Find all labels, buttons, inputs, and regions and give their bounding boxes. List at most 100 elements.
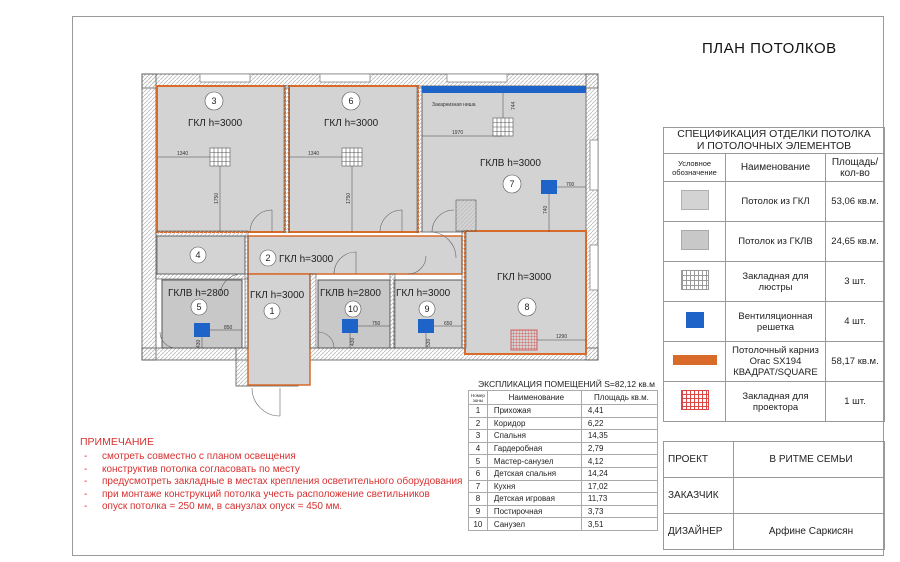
dim-700-room7: 700 xyxy=(566,182,575,188)
project-value: В РИТМЕ СЕМЬИ xyxy=(733,441,885,478)
dim-750-room10: 750 xyxy=(372,321,381,327)
spec-table: Условное обозначение Наименование Площад… xyxy=(663,153,885,422)
dim-1340-room6: 1340 xyxy=(308,151,319,157)
dim-1340-room3: 1340 xyxy=(177,151,188,157)
dim-850-room5: 850 xyxy=(224,325,233,331)
dim-650-room9: 650 xyxy=(444,321,453,327)
notes-list: смотреть совместно с планом освещения ко… xyxy=(80,451,464,514)
projector-mount-icon xyxy=(510,329,538,351)
spec-col-symbol: Условное обозначение xyxy=(663,153,726,182)
list-item: предусмотреть закладные в местах креплен… xyxy=(80,476,464,489)
curtain-niche-label: Закарнизная ниша xyxy=(432,102,476,108)
room-5-ceiling-label: ГКЛВ h=2800 xyxy=(168,288,229,299)
expl-col-name: Наименование xyxy=(486,390,582,405)
spec-row-qty: 1 шт. xyxy=(825,381,885,422)
spec-row: Потолочный карниз Orac SX194 КВАДРАТ/SQU… xyxy=(663,341,885,382)
interior-walls xyxy=(155,85,477,349)
spec-row-name: Потолок из ГКЛВ xyxy=(725,221,826,262)
explication-title: ЭКСПЛИКАЦИЯ ПОМЕЩЕНИЙ S=82,12 кв.м xyxy=(478,379,655,389)
room-6-ceiling-label: ГКЛ h=3000 xyxy=(324,118,379,129)
project-label: ПРОЕКТ xyxy=(663,441,734,478)
room-7-ceiling-label: ГКЛВ h=3000 xyxy=(480,158,541,169)
spec-row: Закладная для проектора 1 шт. xyxy=(663,381,885,422)
spec-row: Потолок из ГКЛВ 24,65 кв.м. xyxy=(663,221,885,262)
room-9-number: 9 xyxy=(424,304,429,314)
spec-row-qty: 58,17 кв.м. xyxy=(825,341,885,382)
list-item: смотреть совместно с планом освещения xyxy=(80,451,464,464)
door-swings xyxy=(159,209,457,417)
designer-label: ДИЗАЙНЕР xyxy=(663,513,734,550)
cornice-swatch xyxy=(672,355,717,365)
gkl-ceiling-swatch xyxy=(680,190,709,210)
dim-430-room5: 430 xyxy=(196,339,202,348)
room-6-number: 6 xyxy=(348,96,353,106)
spec-col-qty: Площадь/ кол-во xyxy=(825,153,885,182)
dim-740-room7: 740 xyxy=(543,205,549,214)
spec-row: Вентиляционная решетка 4 шт. xyxy=(663,301,885,342)
spec-row-name: Закладная для проектора xyxy=(725,381,826,422)
client-value xyxy=(733,477,885,514)
notes-title: ПРИМЕЧАНИЕ xyxy=(80,436,154,448)
spec-row-qty: 24,65 кв.м. xyxy=(825,221,885,262)
spec-row-name: Вентиляционная решетка xyxy=(725,301,826,342)
vent-grille-icons xyxy=(194,180,557,337)
ceiling-plan: Закарнизная ниша xyxy=(141,73,599,417)
finish-specification: СПЕЦИФИКАЦИЯ ОТДЕЛКИ ПОТОЛКА И ПОТОЛОЧНЫ… xyxy=(663,127,885,422)
room-2-ceiling-label: ГКЛ h=3000 xyxy=(279,254,334,265)
page-title: ПЛАН ПОТОЛКОВ xyxy=(702,40,837,57)
room-1-number: 1 xyxy=(269,306,274,316)
client-label: ЗАКАЗЧИК xyxy=(663,477,734,514)
windows xyxy=(199,73,599,291)
spec-row-name: Закладная для люстры xyxy=(725,261,826,302)
spec-col-name: Наименование xyxy=(725,153,826,182)
spec-row-qty: 4 шт. xyxy=(825,301,885,342)
room-1-ceiling xyxy=(247,273,311,386)
dimension-lines xyxy=(158,93,586,348)
dim-1750-room3: 1750 xyxy=(214,193,220,204)
projector-mount-icon xyxy=(680,390,709,410)
spec-row-qty: 53,06 кв.м. xyxy=(825,181,885,222)
room-5-number: 5 xyxy=(196,302,201,312)
room-9-ceiling-label: ГКЛ h=3000 xyxy=(396,288,451,299)
room-4-number: 4 xyxy=(195,250,200,260)
spec-title: СПЕЦИФИКАЦИЯ ОТДЕЛКИ ПОТОЛКА И ПОТОЛОЧНЫ… xyxy=(663,127,885,153)
room-10-number: 10 xyxy=(348,304,358,314)
expl-col-area: Площадь кв.м. xyxy=(580,390,659,405)
spec-row: Закладная для люстры 3 шт. xyxy=(663,261,885,302)
dim-1970-room7: 1970 xyxy=(452,130,463,136)
dim-430-room10: 430 xyxy=(350,337,356,346)
list-item: конструктив потолка согласовать по месту xyxy=(80,464,464,477)
gklv-ceiling-swatch xyxy=(680,230,709,250)
spec-row-name: Потолок из ГКЛ xyxy=(725,181,826,222)
dim-744-room7: 744 xyxy=(511,101,517,110)
designer-value: Арфине Саркисян xyxy=(733,513,885,550)
room-explication: ЭКСПЛИКАЦИЯ ПОМЕЩЕНИЙ S=82,12 кв.м Номер… xyxy=(468,378,659,531)
room-10-ceiling-label: ГКЛВ h=2800 xyxy=(320,288,381,299)
title-block: ПРОЕКТ В РИТМЕ СЕМЬИ ЗАКАЗЧИК ДИЗАЙНЕР А… xyxy=(663,441,885,550)
room-number-markers xyxy=(189,91,537,320)
list-item: опуск потолка = 250 мм, в санузлах опуск… xyxy=(80,501,464,514)
vent-grille-icon xyxy=(685,312,704,328)
dim-530-room9: 530 xyxy=(426,338,432,347)
expl-col-num: Номер зоны xyxy=(468,390,488,405)
chandelier-mount-icon xyxy=(680,270,709,290)
spec-row: Потолок из ГКЛ 53,06 кв.м. xyxy=(663,181,885,222)
notes-block: ПРИМЕЧАНИЕ смотреть совместно с планом о… xyxy=(80,436,464,514)
room-1-ceiling-label: ГКЛ h=3000 xyxy=(250,290,305,301)
room-3-number: 3 xyxy=(211,96,216,106)
list-item: при монтаже конструкций потолка учесть р… xyxy=(80,489,464,502)
room-8-number: 8 xyxy=(524,302,529,312)
room-7-number: 7 xyxy=(509,179,514,189)
room-8-ceiling-label: ГКЛ h=3000 xyxy=(497,272,552,283)
room-3-ceiling-label: ГКЛ h=3000 xyxy=(188,118,243,129)
